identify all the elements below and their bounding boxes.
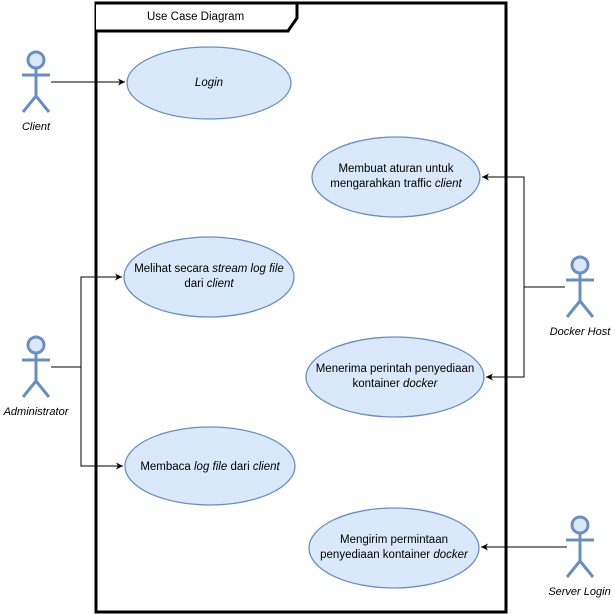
use-case-baca-text: Membaca log file dari client: [125, 454, 295, 480]
actor-client-label: Client: [21, 121, 51, 133]
actor-docker-host-icon: [565, 255, 595, 318]
use-case-perintah-line2: kontainer docker: [352, 378, 438, 390]
use-case-stream-text: Melihat secara stream log file dari clie…: [124, 260, 294, 294]
connector-docker-aturan: [482, 173, 565, 288]
connector-admin-baca: [80, 367, 123, 470]
use-case-stream-line1: Melihat secara stream log file: [134, 263, 284, 275]
use-case-aturan-line2: mengarahkan traffic client: [330, 178, 462, 190]
use-case-baca: [124, 426, 296, 506]
actor-administrator-label: Administrator: [3, 406, 69, 418]
use-case-perintah: [305, 336, 485, 418]
use-case-kirim-text: Mengirim permintaan penyediaan kontainer…: [309, 531, 479, 565]
actor-administrator-icon: [21, 335, 51, 398]
frame-title: Use Case Diagram: [147, 11, 245, 23]
use-case-stream-line2: dari client: [184, 278, 234, 290]
actor-server-login-label: Server Login: [548, 586, 611, 598]
use-case-login: [126, 46, 292, 120]
use-case-perintah-line1: Menerima perintah penyediaan: [315, 363, 475, 375]
use-case-kirim: [308, 507, 480, 589]
use-case-kirim-line2: penyediaan kontainer docker: [320, 549, 468, 561]
connector-docker-perintah: [486, 287, 525, 381]
connector-admin-stream: [51, 273, 122, 368]
use-case-stream: [123, 236, 295, 318]
use-case-kirim-line1: Mengirim permintaan: [339, 534, 448, 546]
use-case-login-text: Login: [127, 70, 291, 96]
actor-server-login-icon: [565, 515, 595, 578]
use-case-aturan-text: Membuat aturan untuk mengarahkan traffic…: [312, 160, 480, 194]
frame-title-tab: [96, 1, 299, 33]
use-case-login-label: Login: [194, 76, 224, 89]
use-case-aturan: [311, 136, 481, 218]
use-case-aturan-line1: Membuat aturan untuk: [338, 163, 454, 175]
actor-client-icon: [21, 50, 51, 113]
use-case-baca-line: Membaca log file dari client: [140, 460, 280, 473]
use-case-perintah-text: Menerima perintah penyediaan kontainer d…: [306, 360, 484, 394]
actor-docker-host-label: Docker Host: [549, 326, 611, 338]
